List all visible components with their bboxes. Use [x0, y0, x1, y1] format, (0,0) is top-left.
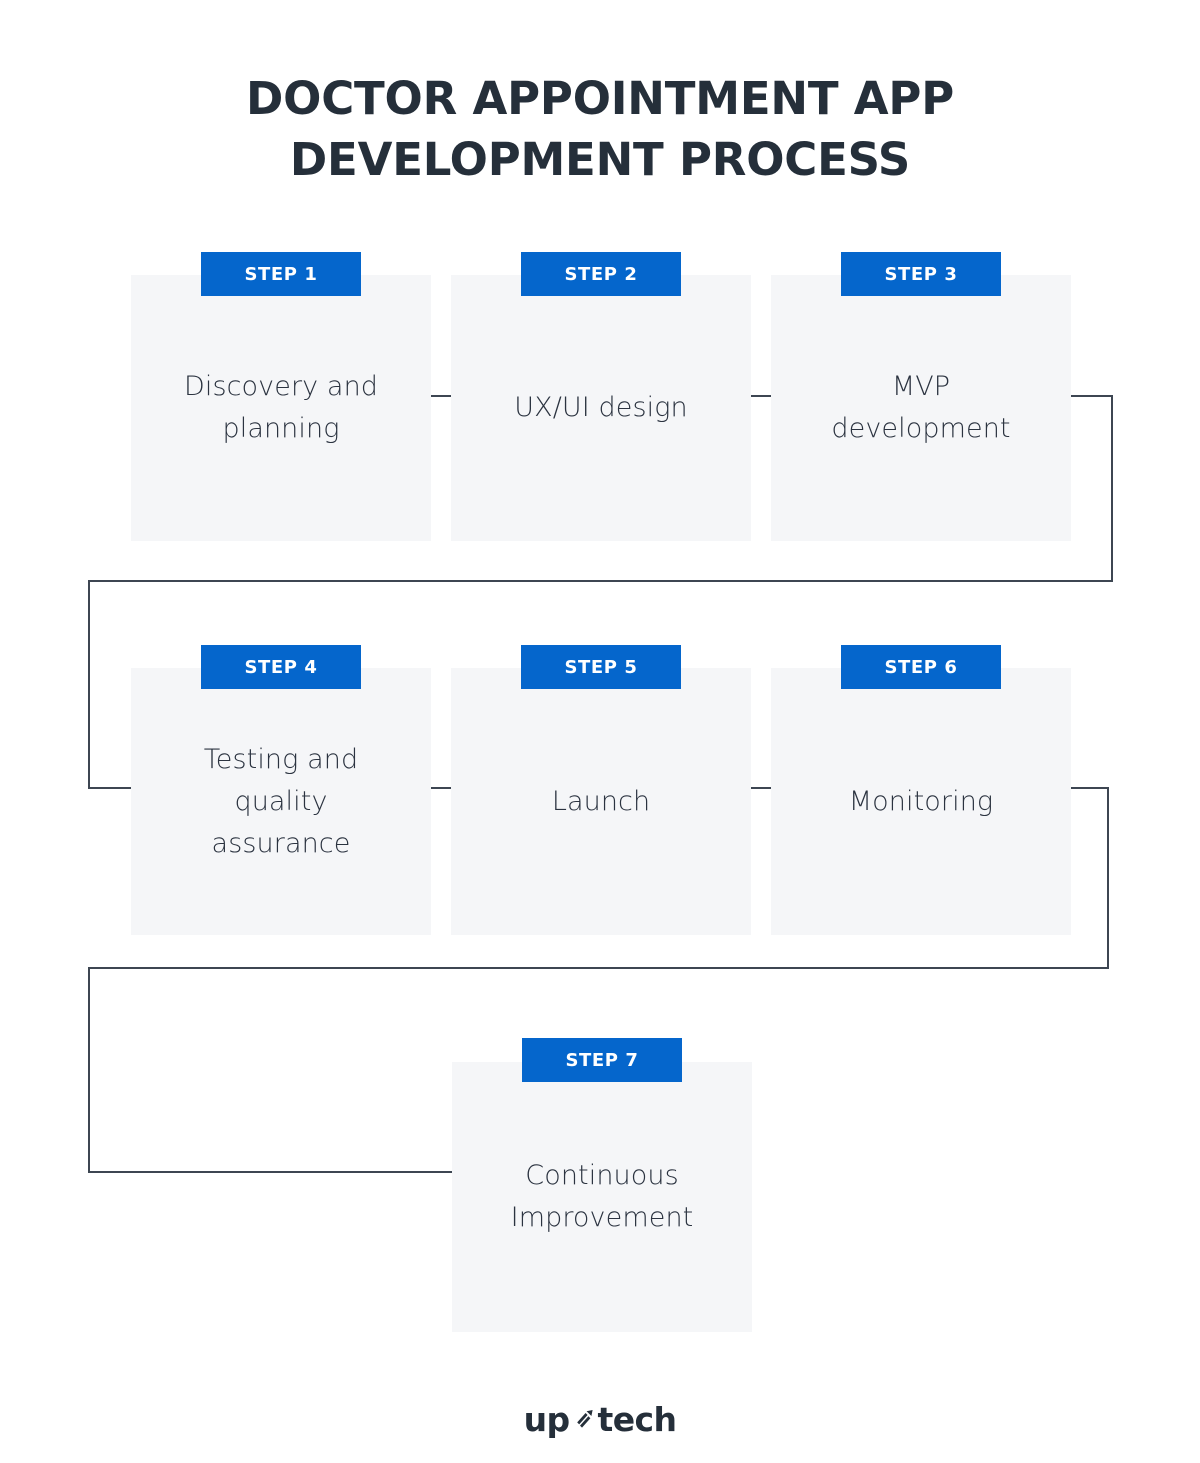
- arrow-mark-icon: [571, 1404, 597, 1434]
- step-card-7[interactable]: Continuous Improvement: [452, 1062, 752, 1332]
- step-card-6[interactable]: Monitoring: [771, 668, 1071, 935]
- step-badge-6[interactable]: Step 6: [841, 645, 1001, 689]
- step-badge-4[interactable]: Step 4: [201, 645, 361, 689]
- step-card-4[interactable]: Testing and quality assurance: [131, 668, 431, 935]
- step-card-5[interactable]: Launch: [451, 668, 751, 935]
- page-title-line-2: development process: [289, 133, 911, 186]
- step-card-2-label: UX/UI design: [514, 392, 688, 423]
- step-badge-7[interactable]: Step 7: [522, 1038, 682, 1082]
- step-badge-6-label: Step 6: [884, 656, 958, 678]
- page-title-line-1: Doctor appointment app: [246, 72, 954, 125]
- step-badge-3-label: Step 3: [884, 263, 958, 285]
- step-badge-5[interactable]: Step 5: [521, 645, 681, 689]
- step-card-6-label: Monitoring: [848, 785, 994, 817]
- step-card-1-label: Discovery and planning: [183, 371, 379, 444]
- step-badge-2[interactable]: Step 2: [521, 252, 681, 296]
- step-card-3[interactable]: MVP development: [771, 275, 1071, 541]
- step-badge-7-label: Step 7: [565, 1049, 639, 1071]
- brand-logo-word-left: up: [523, 1399, 571, 1439]
- step-card-5-label: Launch: [551, 785, 651, 817]
- brand-logo: up tech: [0, 1396, 1200, 1442]
- brand-logo-word-right: tech: [597, 1399, 677, 1439]
- step-card-3-label: MVP development: [831, 371, 1011, 444]
- step-badge-2-label: Step 2: [564, 263, 638, 285]
- page-title: Doctor appointment app development proce…: [0, 68, 1200, 190]
- step-badge-4-label: Step 4: [244, 656, 318, 678]
- step-card-2[interactable]: UX/UI design: [451, 275, 751, 541]
- step-badge-5-label: Step 5: [564, 656, 638, 678]
- step-badge-3[interactable]: Step 3: [841, 252, 1001, 296]
- step-badge-1[interactable]: Step 1: [201, 252, 361, 296]
- step-badge-1-label: Step 1: [244, 263, 318, 285]
- step-card-4-label: Testing and quality assurance: [203, 743, 359, 859]
- step-card-7-label: Continuous Improvement: [510, 1160, 694, 1233]
- step-card-1[interactable]: Discovery and planning: [131, 275, 431, 541]
